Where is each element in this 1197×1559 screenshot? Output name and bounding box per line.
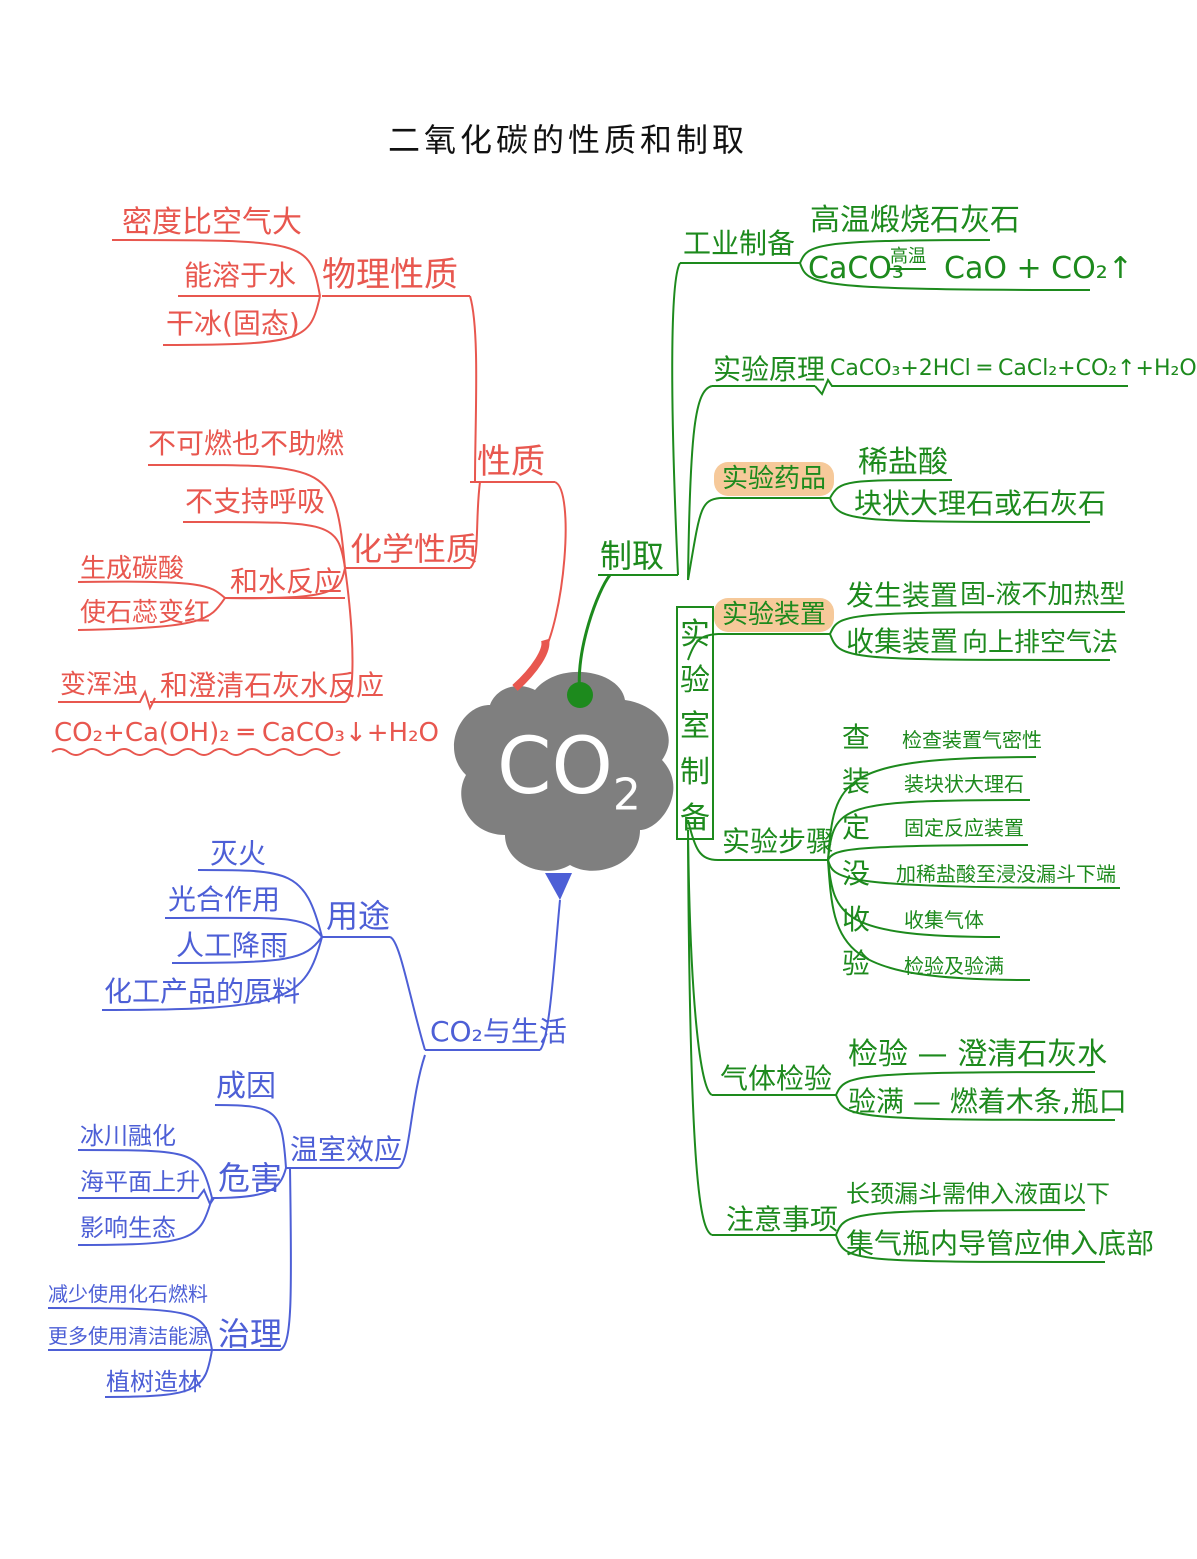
notes-item: 长颈漏斗需伸入液面以下 xyxy=(846,1180,1110,1208)
control-item: 更多使用清洁能源 xyxy=(48,1324,208,1348)
physical-property-item: 能溶于水 xyxy=(184,259,297,292)
control-item: 减少使用化石燃料 xyxy=(48,1282,208,1306)
apparatus-value: 固-液不加热型 xyxy=(960,580,1126,610)
apparatus-node: 实验装置 xyxy=(714,598,835,632)
detection-item: 验满 — 燃着木条,瓶口 xyxy=(848,1085,1127,1118)
apparatus-value: 向上排空气法 xyxy=(962,628,1119,658)
lab-preparation-char: 验 xyxy=(680,663,710,698)
harm-item: 冰川融化 xyxy=(80,1122,176,1150)
use-item: 人工降雨 xyxy=(176,929,289,962)
use-item: 灭火 xyxy=(210,837,267,870)
industrial-item: 高温煅烧石灰石 xyxy=(810,203,1020,238)
step-desc: 装块状大理石 xyxy=(904,772,1024,796)
properties-node: 性质 xyxy=(477,442,545,482)
water-reaction-item: 使石蕊变红 xyxy=(80,598,211,628)
mindmap-connectors xyxy=(47,239,1128,1398)
industrial-equation-right: CaO + CO₂↑ xyxy=(944,251,1133,286)
step-key: 收 xyxy=(842,903,871,936)
principle-node: 实验原理 xyxy=(713,353,826,386)
control-node: 治理 xyxy=(218,1315,283,1353)
use-item: 化工产品的原料 xyxy=(104,975,301,1008)
chemical-property-item: 不支持呼吸 xyxy=(185,485,326,518)
step-key: 没 xyxy=(842,857,871,890)
step-key: 查 xyxy=(842,721,871,754)
greenhouse-node: 温室效应 xyxy=(290,1133,403,1166)
step-key: 装 xyxy=(842,765,871,798)
harm-item: 影响生态 xyxy=(80,1214,176,1242)
detection-node: 气体检验 xyxy=(720,1062,833,1095)
lab-preparation-char: 室 xyxy=(680,709,710,744)
apparatus-name: 发生装置 xyxy=(846,579,959,612)
detection-item: 检验 — 澄清石灰水 xyxy=(848,1037,1108,1072)
lab-preparation-char: 制 xyxy=(680,755,710,790)
co2-cloud-shape xyxy=(453,671,674,871)
industrial-equation-condition: 高温 xyxy=(890,248,926,270)
step-desc: 检验及验满 xyxy=(904,954,1004,978)
step-key: 定 xyxy=(842,811,871,844)
lab-preparation-char: 实 xyxy=(680,617,710,652)
greenhouse-cause: 成因 xyxy=(216,1069,276,1104)
life-node: CO₂与生活 xyxy=(430,1015,567,1048)
physical-property-item: 干冰(固态) xyxy=(166,307,300,340)
reagent-item: 稀盐酸 xyxy=(858,445,948,480)
harm-item: 海平面上升 xyxy=(80,1168,200,1196)
lab-preparation-node: 实 验 室 制 备 xyxy=(676,606,714,840)
steps-node: 实验步骤 xyxy=(722,825,835,858)
apparatus-name: 收集装置 xyxy=(846,625,959,658)
industrial-node: 工业制备 xyxy=(683,227,796,260)
reagent-item: 块状大理石或石灰石 xyxy=(854,487,1107,520)
control-item: 植树造林 xyxy=(106,1368,202,1396)
co2-formula-subscript: 2 xyxy=(612,769,641,821)
use-item: 光合作用 xyxy=(168,883,281,916)
reagents-node: 实验药品 xyxy=(714,462,835,496)
co2-center-label: CO2 xyxy=(497,722,641,821)
uses-node: 用途 xyxy=(326,897,391,935)
chemical-property-item: 不可燃也不助燃 xyxy=(148,427,345,460)
notes-item: 集气瓶内导管应伸入底部 xyxy=(846,1227,1155,1260)
preparation-node: 制取 xyxy=(600,537,665,575)
step-desc: 固定反应装置 xyxy=(904,816,1024,840)
step-desc: 收集气体 xyxy=(904,908,984,932)
notes-node: 注意事项 xyxy=(726,1203,839,1236)
limewater-equation: CO₂+Ca(OH)₂ ═ CaCO₃↓+H₂O xyxy=(54,718,439,748)
step-desc: 加稀盐酸至浸没漏斗下端 xyxy=(896,862,1116,886)
physical-properties-node: 物理性质 xyxy=(322,255,458,295)
lab-preparation-char: 备 xyxy=(680,801,710,836)
water-reaction-node: 和水反应 xyxy=(230,565,343,598)
co2-formula-main: CO xyxy=(497,722,613,812)
industrial-equation-left: CaCO₃ xyxy=(808,251,904,286)
limewater-result: 变浑浊 xyxy=(60,670,139,700)
principle-equation: CaCO₃+2HCl ═ CaCl₂+CO₂↑+H₂O xyxy=(830,356,1197,381)
chemical-properties-node: 化学性质 xyxy=(350,530,479,568)
limewater-reaction-node: 和澄清石灰水反应 xyxy=(160,669,385,702)
step-key: 验 xyxy=(842,947,871,980)
page-title: 二氧化碳的性质和制取 xyxy=(388,121,749,159)
step-desc: 检查装置气密性 xyxy=(902,728,1042,752)
harm-node: 危害 xyxy=(218,1159,283,1197)
water-reaction-item: 生成碳酸 xyxy=(80,554,185,584)
physical-property-item: 密度比空气大 xyxy=(122,205,302,240)
